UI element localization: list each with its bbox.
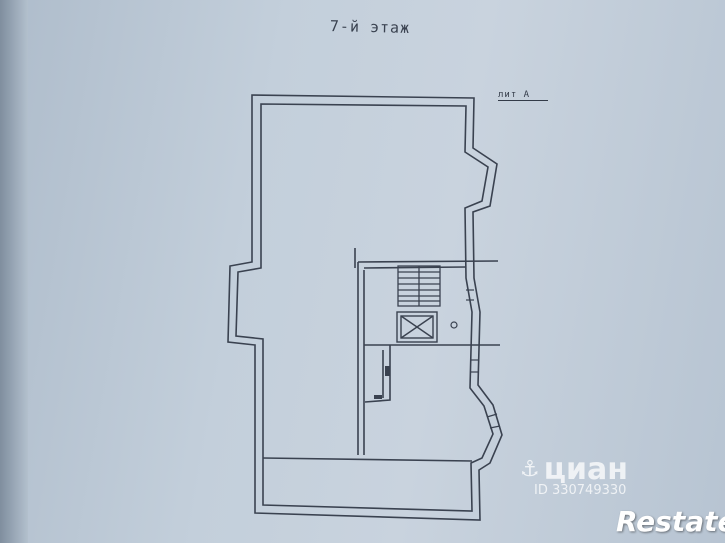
window-marks — [466, 289, 501, 429]
cian-watermark: ⚓циан ID 330749330 — [520, 452, 628, 498]
outer-wall-inner-line — [235, 103, 494, 512]
restate-watermark: Restate — [616, 505, 725, 538]
sheet-edge-shadow — [0, 0, 28, 543]
door-openings — [374, 366, 390, 399]
lift-shaft — [396, 311, 438, 343]
staircase — [397, 265, 441, 307]
core-partition — [364, 345, 391, 403]
core-wall-top — [357, 260, 499, 263]
core-wall-top-inner — [363, 266, 467, 269]
outer-wall-outer-line — [227, 94, 503, 521]
cian-brand-text: циан — [543, 452, 628, 487]
bottom-wall — [262, 457, 473, 462]
cian-logo-icon: ⚓ — [520, 457, 540, 482]
building-label: лит А — [498, 90, 549, 101]
listing-id: ID 330749330 — [534, 483, 627, 498]
riser-circle — [450, 321, 458, 329]
